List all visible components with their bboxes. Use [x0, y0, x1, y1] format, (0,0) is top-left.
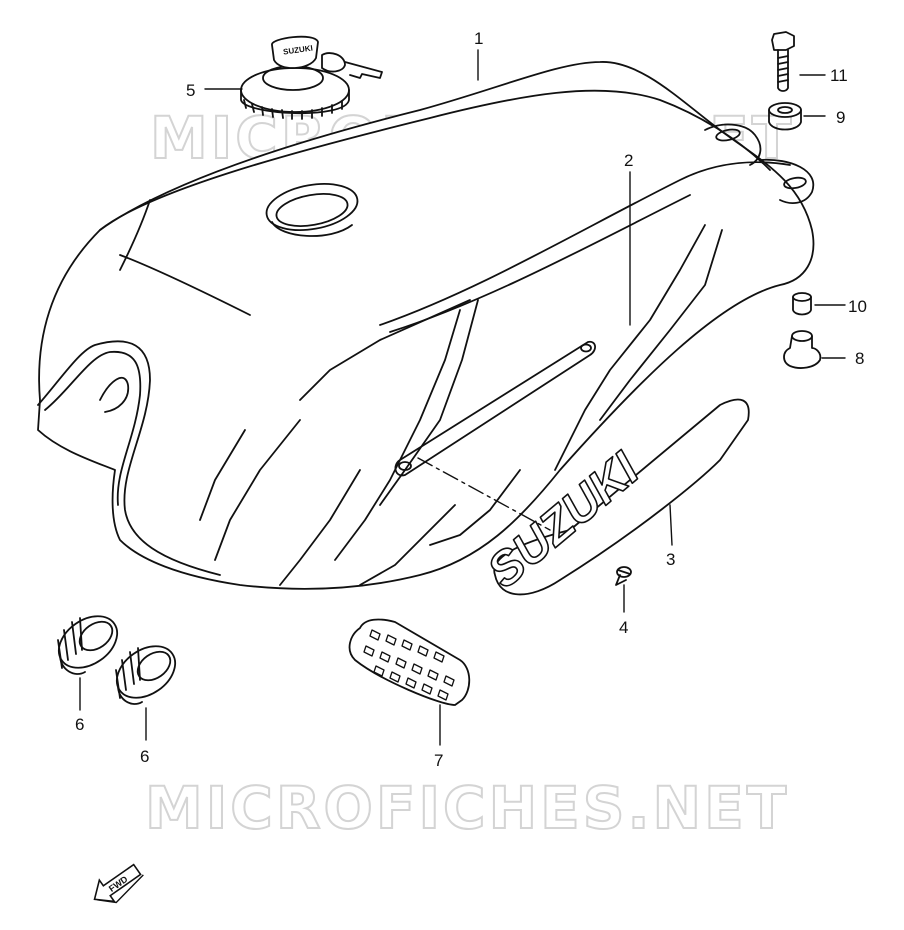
callout-3: 3: [666, 550, 675, 569]
callout-8: 8: [855, 349, 864, 368]
fuel-cap: SUZUKI: [240, 35, 383, 120]
collar: [792, 292, 812, 316]
callout-1: 1: [474, 29, 483, 48]
cushion-a: [57, 615, 118, 675]
callout-6-a: 6: [75, 715, 84, 734]
callout-9: 9: [836, 108, 845, 127]
watermark-bottom: MICROFICHES.NET: [145, 774, 789, 842]
callout-11: 11: [830, 66, 848, 85]
cap-logo: SUZUKI: [283, 44, 314, 57]
bolt: [771, 31, 795, 92]
screw: [615, 566, 632, 586]
callout-10: 10: [848, 297, 867, 316]
callout-2: 2: [624, 151, 633, 170]
callout-5: 5: [186, 81, 195, 100]
small-cushion: [768, 102, 802, 131]
callout-6-b: 6: [140, 747, 149, 766]
callout-7: 7: [434, 751, 443, 770]
callout-4: 4: [619, 618, 628, 637]
tank-pad: [348, 618, 471, 706]
fwd-arrow-icon: FWD: [93, 863, 144, 904]
cushion-b: [115, 645, 176, 705]
leader-lines: [79, 49, 846, 746]
fuel-tank: [37, 61, 815, 590]
mounting-rubber: [783, 330, 822, 369]
